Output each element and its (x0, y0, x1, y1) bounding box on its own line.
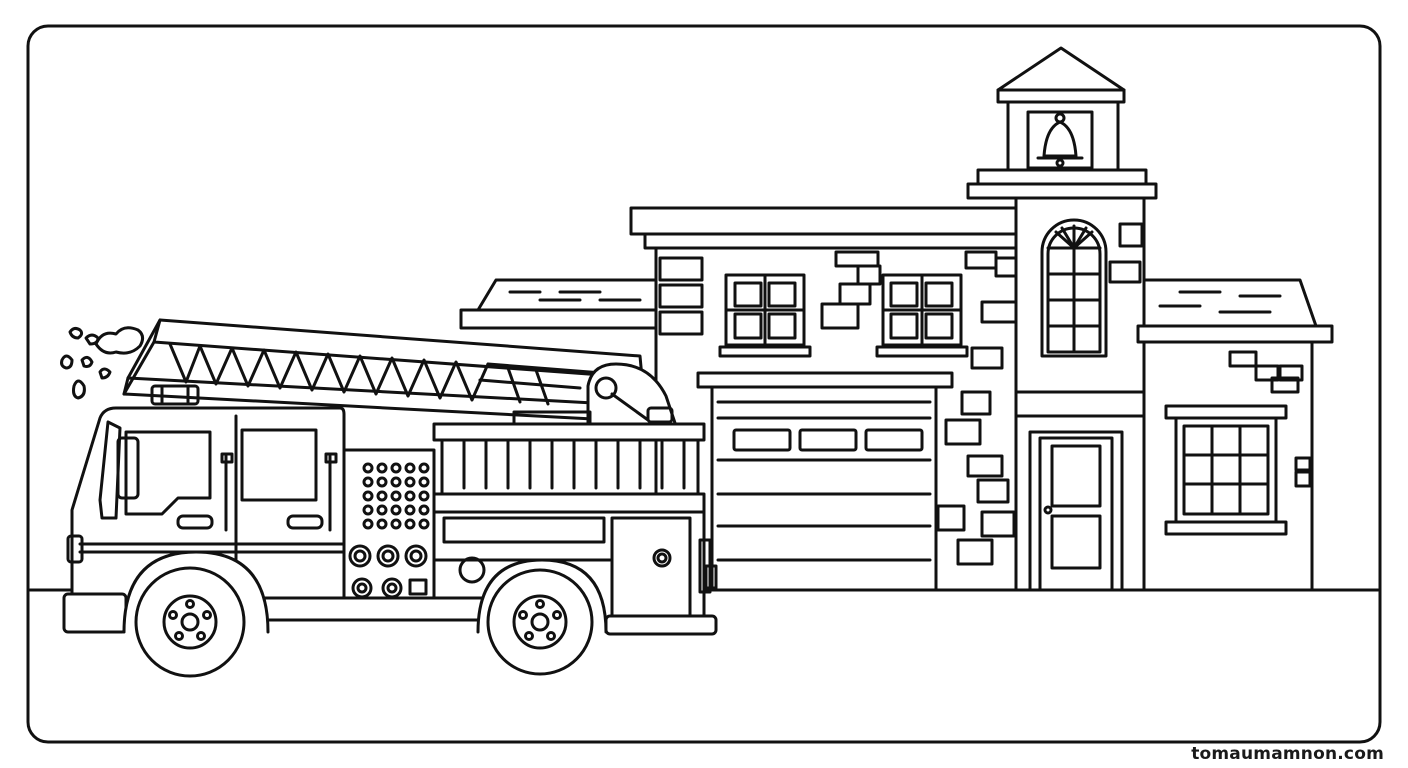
right-wing (1138, 280, 1332, 590)
cab-window-rear (242, 430, 316, 500)
tower-arched-window (1042, 220, 1106, 356)
truck-cab (68, 386, 344, 598)
front-door (1040, 438, 1112, 590)
fire-truck (62, 320, 717, 676)
cab-window-front (126, 432, 210, 514)
main-building (631, 208, 1039, 590)
fire-station (461, 48, 1332, 590)
front-bumper (64, 594, 126, 632)
garage-door (712, 387, 936, 590)
rear-bumper (606, 616, 716, 634)
truck-ladder (124, 320, 642, 420)
front-wheel (136, 568, 244, 676)
rear-wheel (488, 570, 592, 674)
watermark: tomaumamnon.com (1191, 744, 1384, 764)
bell-icon (1038, 114, 1082, 166)
water-spray (62, 328, 143, 398)
bell-tower (968, 48, 1162, 590)
vent-grille (364, 464, 428, 528)
pump-panel (344, 450, 434, 598)
